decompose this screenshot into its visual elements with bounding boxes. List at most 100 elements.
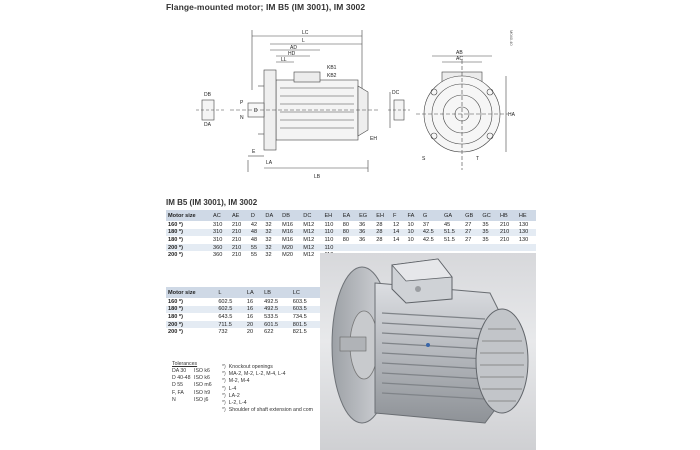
footnote-marker: *) bbox=[222, 378, 226, 385]
tolerances-heading: Tolerances bbox=[172, 361, 198, 367]
table-cell bbox=[480, 243, 498, 252]
table-cell: 27 bbox=[463, 228, 481, 237]
table-cell: 14 bbox=[390, 228, 406, 237]
table-cell: 310 bbox=[212, 221, 223, 228]
table-cell bbox=[442, 243, 464, 252]
table-cell: 28 bbox=[376, 221, 383, 228]
table-cell: 55 bbox=[248, 243, 264, 252]
column-header: DB bbox=[280, 210, 302, 221]
table-cell: M20 bbox=[280, 243, 302, 252]
table-cell: 210 bbox=[497, 228, 517, 237]
label-eh: EH bbox=[370, 136, 377, 142]
table-cell: 310 bbox=[210, 228, 230, 237]
table-cell: 27 bbox=[465, 221, 472, 228]
table-cell: 14 bbox=[392, 236, 400, 243]
label-s: S bbox=[422, 156, 426, 162]
footnote: *)M-2, M-4 bbox=[222, 378, 313, 385]
footnote-marker: *) bbox=[222, 364, 226, 370]
label-ad: AD bbox=[290, 45, 297, 51]
table-cell: 601.5 bbox=[262, 320, 291, 329]
table-cell: 32 bbox=[265, 221, 272, 228]
table-cell: 32 bbox=[265, 252, 272, 259]
table-section-title: IM B5 (IM 3001), IM 3002 bbox=[166, 198, 258, 207]
column-header: AE bbox=[229, 210, 249, 221]
table-cell: 36 bbox=[359, 236, 366, 243]
motor-size-cell: 200 *) bbox=[168, 329, 183, 336]
table-cell: 603.5 bbox=[290, 305, 320, 314]
table-cell: 51.5 bbox=[442, 228, 464, 237]
table-cell: 210 bbox=[229, 243, 249, 252]
label-p: P bbox=[240, 100, 244, 106]
label-ac: AC bbox=[456, 56, 463, 62]
label-n: N bbox=[240, 115, 244, 121]
tolerance-key: N bbox=[172, 396, 176, 403]
label-e: E bbox=[252, 149, 256, 155]
tolerance-value: ISO h9 bbox=[194, 389, 211, 396]
tolerance-row: N ISO j6 bbox=[172, 397, 212, 404]
table-cell: M12 bbox=[301, 243, 323, 252]
table-cell: 130 bbox=[518, 221, 529, 228]
table-cell: M12 bbox=[303, 221, 315, 228]
table-cell bbox=[497, 243, 517, 252]
column-header: Motor size bbox=[166, 210, 211, 221]
column-header: GB bbox=[463, 210, 481, 221]
table-cell bbox=[516, 243, 536, 252]
label-dc: DC bbox=[392, 90, 400, 96]
column-header: F bbox=[390, 210, 406, 221]
footnote-text: MA-2, M-2, L-2, M-4, L-4 bbox=[228, 371, 286, 378]
tolerance-value: ISO j6 bbox=[194, 396, 209, 403]
table-cell: 130 bbox=[516, 228, 536, 237]
table-cell: 603.5 bbox=[292, 298, 307, 305]
column-header: GC bbox=[480, 210, 498, 221]
table-cell: 602.5 bbox=[216, 305, 245, 314]
label-kb2: KB2 bbox=[327, 73, 337, 79]
table-cell: 821.5 bbox=[292, 329, 307, 336]
table-cell: 210 bbox=[231, 236, 242, 243]
column-header: DC bbox=[301, 210, 323, 221]
column-header: FA bbox=[405, 210, 421, 221]
label-ll: LL bbox=[281, 57, 287, 63]
label-l: L bbox=[302, 38, 305, 44]
table-cell: 80 bbox=[342, 221, 350, 228]
table-cell: 27 bbox=[465, 236, 472, 243]
tolerance-value: ISO k6 bbox=[194, 368, 210, 374]
column-header: D bbox=[248, 210, 264, 221]
table-cell: 210 bbox=[231, 252, 242, 259]
motor-size-cell: 180 *) bbox=[168, 236, 183, 243]
table-cell: 12 bbox=[392, 221, 400, 228]
table-cell: 210 bbox=[231, 221, 242, 228]
column-header: HB bbox=[497, 210, 517, 221]
table-cell: 35 bbox=[482, 236, 489, 243]
table-cell: 42 bbox=[250, 221, 258, 228]
footnote: *)Shoulder of shaft extension and com bbox=[222, 407, 313, 414]
tolerance-value: ISO k6 bbox=[194, 375, 210, 382]
column-header: LB bbox=[262, 287, 291, 298]
tolerance-key: D 40-48 bbox=[172, 375, 191, 382]
column-header: Motor size bbox=[166, 287, 217, 298]
table-cell: 42.5 bbox=[422, 236, 434, 243]
footnote-text: Shoulder of shaft extension and com bbox=[228, 407, 313, 414]
column-header: L bbox=[216, 287, 245, 298]
table-cell: 80 bbox=[342, 236, 350, 243]
footnote-text: Knockout openings bbox=[228, 364, 273, 370]
motor-render-image bbox=[320, 253, 536, 450]
table-cell: 110 bbox=[322, 228, 341, 237]
motor-size-cell: 180 *) bbox=[166, 305, 217, 314]
table-cell bbox=[340, 243, 358, 252]
column-header: AC bbox=[210, 210, 230, 221]
footnote: *)LA-2 bbox=[222, 393, 313, 400]
table-cell: 801.5 bbox=[290, 320, 320, 329]
table-cell: 360 bbox=[212, 252, 223, 259]
table-cell: 35 bbox=[480, 228, 498, 237]
footnote: *)L-4 bbox=[222, 386, 313, 393]
footnote-marker: *) bbox=[222, 385, 226, 392]
column-header: EH bbox=[322, 210, 341, 221]
tolerance-value: ISO m6 bbox=[194, 382, 212, 389]
motor-illustration bbox=[331, 258, 529, 424]
